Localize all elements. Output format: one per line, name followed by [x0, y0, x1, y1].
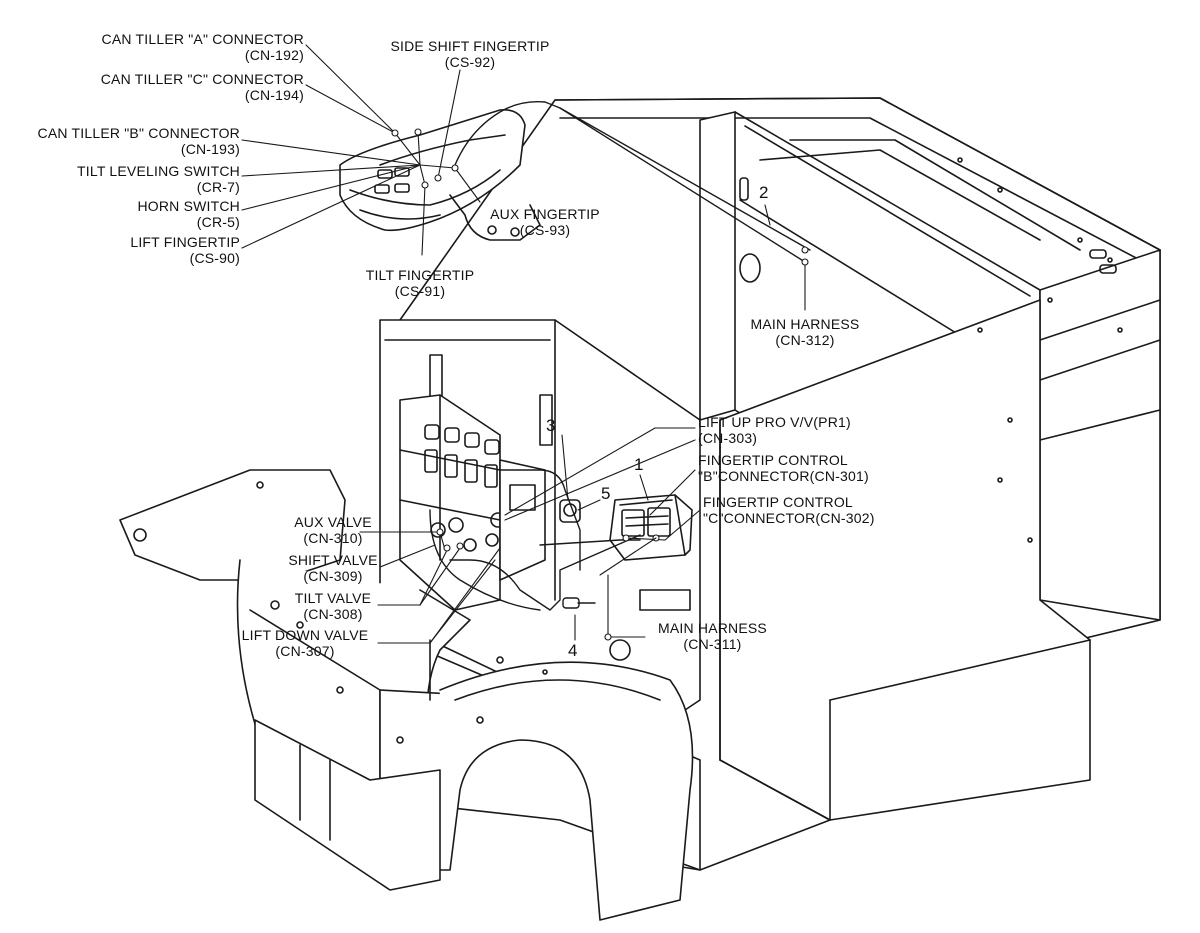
label-name: AUX FINGERTIP — [490, 206, 600, 222]
label-fingertip-control-b: FINGERTIP CONTROL "B"CONNECTOR(CN-301) — [698, 452, 908, 484]
label-code: (CN-192) — [244, 47, 304, 63]
label-code: (CS-91) — [394, 283, 446, 299]
label-name: TILT LEVELING SWITCH — [77, 163, 240, 179]
label-code: (CN-194) — [244, 87, 304, 103]
label-lift-up-pro: LIFT UP PRO V/V(PR1) (CN-303) — [698, 414, 898, 446]
callout-5: 5 — [601, 484, 611, 503]
label-name: TILT FINGERTIP — [365, 267, 475, 283]
label-code: "C"CONNECTOR(CN-302) — [703, 510, 875, 526]
label-code: (CS-90) — [189, 250, 240, 266]
label-can-tiller-a: CAN TILLER "A" CONNECTOR (CN-192) — [50, 31, 304, 63]
callout-2: 2 — [759, 183, 769, 202]
label-code: (CR-7) — [196, 179, 240, 195]
label-name: LIFT UP PRO V/V(PR1) — [698, 414, 851, 430]
label-main-harness-312: MAIN HARNESS (CN-312) — [725, 316, 885, 348]
label-name: HORN SWITCH — [137, 198, 240, 214]
label-tilt-leveling-switch: TILT LEVELING SWITCH (CR-7) — [10, 163, 240, 195]
callout-4: 4 — [568, 641, 578, 660]
label-code: (CN-193) — [180, 141, 240, 157]
label-name: CAN TILLER "C" CONNECTOR — [100, 71, 304, 87]
tiller-handle — [339, 108, 541, 241]
label-name: AUX VALVE — [294, 514, 372, 530]
harness-cables — [429, 101, 811, 611]
label-name: LIFT DOWN VALVE — [241, 627, 369, 643]
label-name: MAIN HARNESS — [658, 620, 767, 636]
label-shift-valve: SHIFT VALVE (CN-309) — [268, 552, 398, 584]
callout-1: 1 — [634, 455, 644, 474]
label-can-tiller-b: CAN TILLER "B" CONNECTOR (CN-193) — [0, 125, 240, 157]
leader-lines — [241, 44, 809, 644]
label-code: (CS-93) — [519, 222, 571, 238]
label-name: MAIN HARNESS — [750, 316, 860, 332]
label-code: (CN-312) — [775, 332, 835, 348]
label-code: (CR-5) — [196, 214, 240, 230]
label-tilt-valve: TILT VALVE (CN-308) — [283, 590, 383, 622]
label-aux-valve: AUX VALVE (CN-310) — [278, 514, 388, 546]
label-name: TILT VALVE — [294, 590, 372, 606]
control-valve-block — [399, 394, 581, 611]
label-main-harness-311: MAIN HARNESS (CN-311) — [640, 620, 785, 652]
label-code: (CN-310) — [303, 530, 363, 546]
label-name: SIDE SHIFT FINGERTIP — [390, 38, 550, 54]
label-code: (CN-308) — [303, 606, 363, 622]
label-lift-fingertip: LIFT FINGERTIP (CS-90) — [30, 234, 240, 266]
label-code: (CN-303) — [698, 430, 758, 446]
callout-3: 3 — [546, 416, 556, 435]
label-fingertip-control-c: FINGERTIP CONTROL "C"CONNECTOR(CN-302) — [703, 494, 913, 526]
label-name: LIFT FINGERTIP — [130, 234, 240, 250]
label-horn-switch: HORN SWITCH (CR-5) — [30, 198, 240, 230]
label-side-shift-fingertip: SIDE SHIFT FINGERTIP (CS-92) — [355, 38, 585, 70]
label-name: SHIFT VALVE — [288, 552, 378, 568]
label-code: (CN-307) — [275, 643, 335, 659]
label-lift-down-valve: LIFT DOWN VALVE (CN-307) — [225, 627, 385, 659]
label-name: CAN TILLER "B" CONNECTOR — [37, 125, 240, 141]
label-name: CAN TILLER "A" CONNECTOR — [101, 31, 304, 47]
label-code: (CN-309) — [303, 568, 363, 584]
label-name: FINGERTIP CONTROL — [703, 494, 853, 510]
fingertip-control-module — [609, 494, 693, 561]
label-can-tiller-c: CAN TILLER "C" CONNECTOR (CN-194) — [50, 71, 304, 103]
label-name: FINGERTIP CONTROL — [698, 452, 848, 468]
label-code: (CN-311) — [683, 636, 742, 652]
label-tilt-fingertip: TILT FINGERTIP (CS-91) — [340, 267, 500, 299]
label-code: (CS-92) — [444, 54, 496, 70]
label-aux-fingertip: AUX FINGERTIP (CS-93) — [470, 206, 620, 238]
label-code: "B"CONNECTOR(CN-301) — [698, 468, 869, 484]
